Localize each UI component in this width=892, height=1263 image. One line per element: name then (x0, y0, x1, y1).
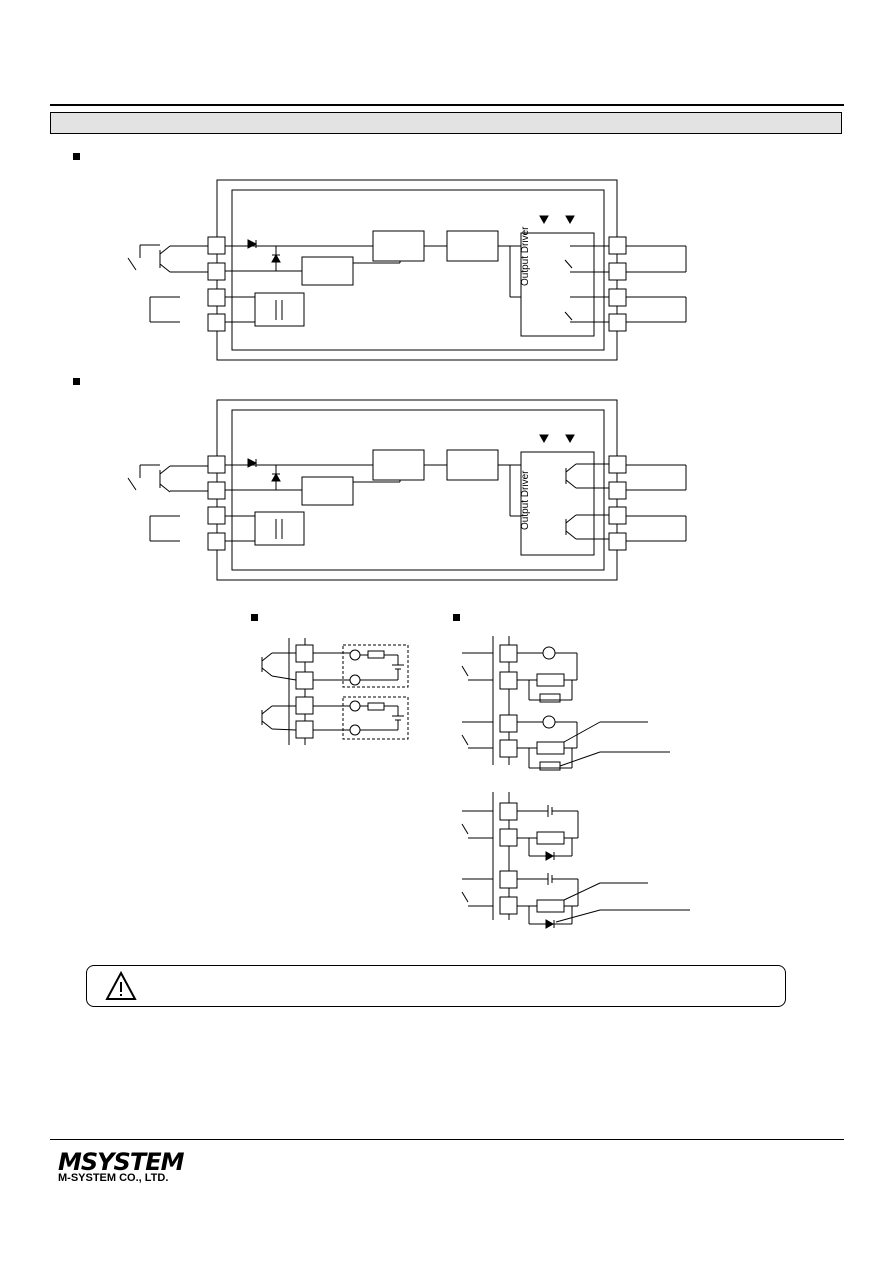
warning-icon (105, 971, 137, 1000)
company-name: M-SYSTEM CO., LTD. (58, 1172, 169, 1184)
caution-box (86, 965, 786, 1007)
section-bullet-4 (453, 614, 460, 621)
section-bullet-2 (73, 378, 80, 385)
section-bullet-1 (73, 153, 80, 160)
output-driver-label-2: Output Driver (520, 470, 531, 530)
output-driver-label-1: Output Driver (520, 226, 531, 286)
company-logo: MSYSTEM (58, 1148, 184, 1176)
connection-diagram-transistor (261, 638, 409, 745)
section-header-bar (50, 112, 842, 134)
footer-rule (50, 1139, 844, 1140)
section-bullet-3 (251, 614, 258, 621)
block-diagram-transistor (127, 399, 687, 581)
connection-diagram-relay (461, 636, 690, 929)
top-rule (50, 104, 844, 106)
block-diagram-relay (127, 179, 687, 361)
